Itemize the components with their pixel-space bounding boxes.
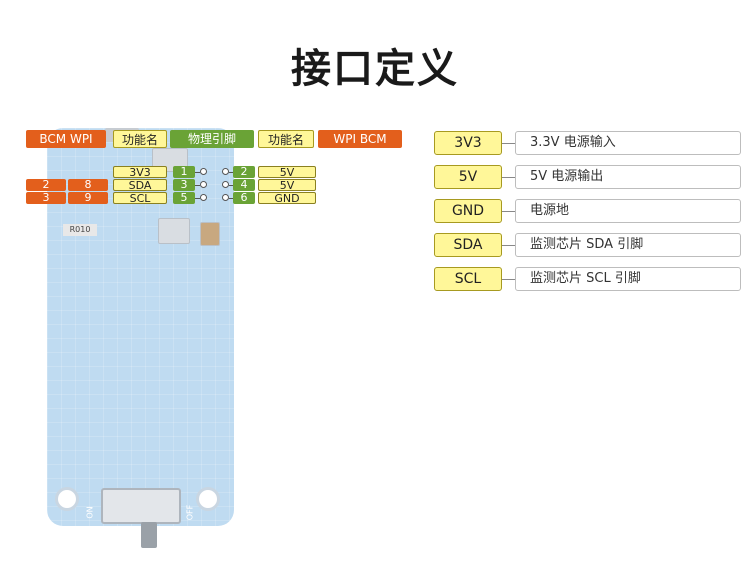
pin-dot-1 — [200, 168, 207, 175]
legend-connector-gnd — [502, 211, 515, 212]
switch-knob — [141, 522, 157, 548]
legend-key-5v: 5V — [434, 165, 502, 189]
legend-key-3v3: 3V3 — [434, 131, 502, 155]
chip-middle — [158, 218, 190, 244]
mount-hole-left — [55, 487, 79, 511]
pin-connector-4 — [229, 185, 233, 186]
pin-row-2-func-left: SDA — [113, 179, 167, 192]
switch-on-label: ON — [85, 506, 95, 519]
header-physical: 物理引脚 — [170, 130, 254, 148]
pin-dot-5 — [200, 194, 207, 201]
pin-connector-2 — [229, 172, 233, 173]
pin-connector-6 — [229, 198, 233, 199]
pin-dot-3 — [200, 181, 207, 188]
legend-desc-3v3: 3.3V 电源输入 — [515, 131, 741, 155]
switch-off-label: OFF — [185, 504, 195, 521]
pin-dot-2 — [222, 168, 229, 175]
capacitor — [200, 222, 220, 246]
legend-desc-5v: 5V 电源输出 — [515, 165, 741, 189]
legend-desc-gnd: 电源地 — [515, 199, 741, 223]
pin-row-1-phys-right: 2 — [233, 166, 255, 178]
pin-connector-1 — [195, 172, 200, 173]
header-wpi-bcm-right: WPI BCM — [318, 130, 402, 148]
pin-row-2-wpi-left: 8 — [68, 179, 108, 191]
header-func-right: 功能名 — [258, 130, 314, 148]
header-bcm-wpi-left: BCM WPI — [26, 130, 106, 148]
legend-connector-scl — [502, 279, 515, 280]
pin-dot-4 — [222, 181, 229, 188]
pin-connector-3 — [195, 185, 200, 186]
pin-row-1-func-right: 5V — [258, 166, 316, 179]
header-func-left: 功能名 — [113, 130, 167, 148]
pin-row-1-func-left: 3V3 — [113, 166, 167, 179]
page-title: 接口定义 — [291, 46, 459, 92]
pin-row-2-phys-right: 4 — [233, 179, 255, 191]
mount-hole-right — [196, 487, 220, 511]
legend-key-gnd: GND — [434, 199, 502, 223]
resistor: R010 — [63, 224, 97, 236]
pin-row-1-phys-left: 1 — [173, 166, 195, 178]
legend-key-scl: SCL — [434, 267, 502, 291]
legend-connector-5v — [502, 177, 515, 178]
pin-dot-6 — [222, 194, 229, 201]
pin-row-3-wpi-left: 9 — [68, 192, 108, 204]
pin-row-3-func-left: SCL — [113, 192, 167, 205]
legend-desc-sda: 监测芯片 SDA 引脚 — [515, 233, 741, 257]
pin-row-2-func-right: 5V — [258, 179, 316, 192]
pin-row-3-phys-right: 6 — [233, 192, 255, 204]
pin-row-3-func-right: GND — [258, 192, 316, 205]
legend-connector-3v3 — [502, 143, 515, 144]
pin-row-3-bcm-left: 3 — [26, 192, 66, 204]
power-switch — [101, 488, 181, 524]
pin-row-2-phys-left: 3 — [173, 179, 195, 191]
pin-row-3-phys-left: 5 — [173, 192, 195, 204]
pin-row-2-bcm-left: 2 — [26, 179, 66, 191]
legend-desc-scl: 监测芯片 SCL 引脚 — [515, 267, 741, 291]
pin-connector-5 — [195, 198, 200, 199]
legend-connector-sda — [502, 245, 515, 246]
legend-key-sda: SDA — [434, 233, 502, 257]
